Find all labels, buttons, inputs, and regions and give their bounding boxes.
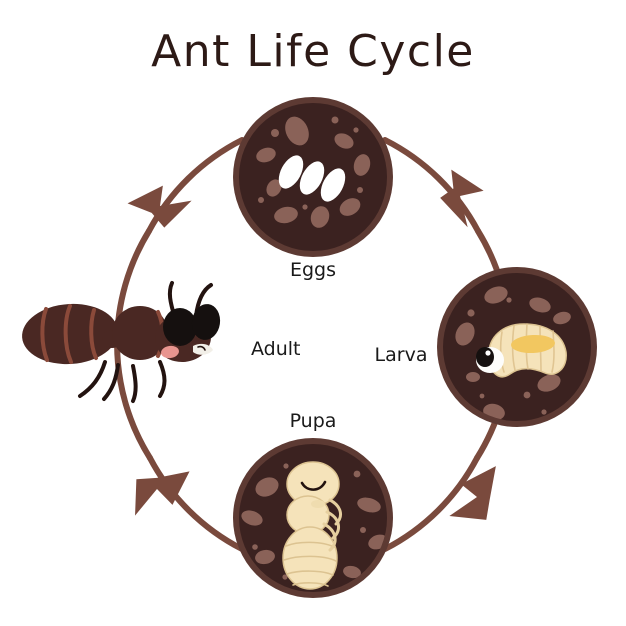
stage-label-pupa: Pupa [290, 410, 337, 432]
ant-abdomen-stripes [40, 304, 98, 364]
ant-mandible [193, 343, 213, 355]
arrowhead-shape [449, 466, 496, 520]
ant-thorax [112, 306, 168, 360]
pupa-shade [311, 500, 325, 508]
larva-eye-highlight [485, 350, 491, 356]
cycle-arc-larva-to-pupa [382, 455, 480, 552]
arrowhead-shape [440, 169, 484, 228]
cycle-arc-eggs-to-larva [382, 137, 481, 234]
larva-back-patch [511, 334, 555, 354]
pupa-abdomen-segments [283, 541, 337, 587]
larva-eye [476, 347, 494, 367]
ant-eye-left [163, 308, 197, 346]
pupa-figure [282, 461, 343, 590]
stage-larva[interactable]: Larva [375, 267, 597, 427]
ant-legs [78, 360, 167, 403]
arrow-top-left [127, 185, 192, 228]
stage-pupa[interactable]: Pupa [233, 410, 393, 598]
larva-figure [476, 323, 567, 378]
cycle-arc-adult-to-eggs [146, 137, 245, 234]
ant-blush [161, 345, 179, 359]
arrowhead-shape [135, 471, 190, 516]
arrow-bottom-right [449, 466, 496, 520]
arrowhead-shape [127, 185, 192, 228]
stage-label-adult: Adult [251, 338, 301, 360]
ant-eye-right [191, 304, 221, 340]
ant-mouth-line [197, 345, 206, 351]
arrow-top-right [440, 169, 484, 228]
page-title: Ant Life Cycle [151, 26, 475, 77]
cycle-arc-pupa-to-adult [147, 455, 245, 552]
pupa-closed-eye [300, 480, 327, 491]
pupa-legs [322, 498, 343, 552]
stage-eggs[interactable]: Eggs [233, 97, 393, 281]
stage-label-eggs: Eggs [290, 259, 336, 281]
eggs-pebbles [256, 116, 371, 228]
eggs-group [278, 155, 346, 202]
stage-adult[interactable]: Adult [20, 281, 301, 403]
arrow-bottom-left [135, 471, 190, 516]
stage-label-larva: Larva [375, 344, 428, 366]
